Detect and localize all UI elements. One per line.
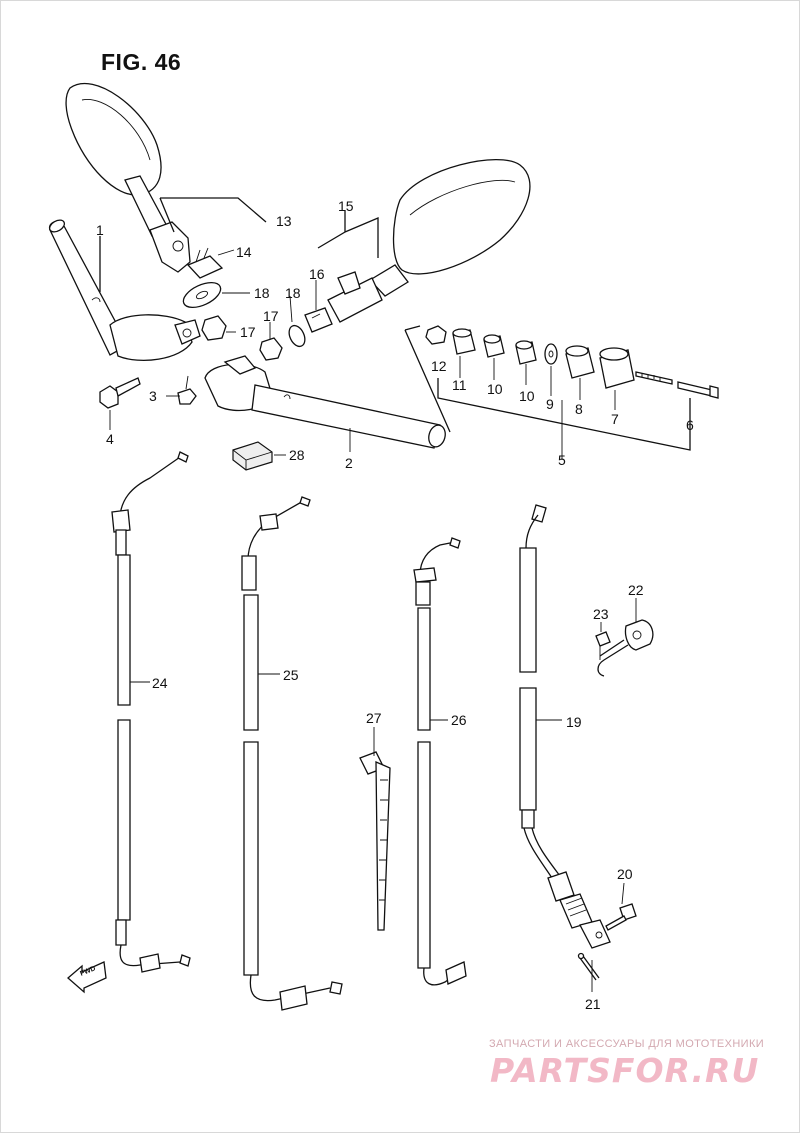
leader-lines <box>99 197 691 460</box>
callout-19: 19 <box>566 714 582 730</box>
watermark-logo: PARTSFOR.RU <box>490 1051 760 1090</box>
callout-20: 20 <box>617 866 633 882</box>
bolt-4 <box>99 377 141 409</box>
tie-27 <box>359 751 391 931</box>
watermark-tagline: ЗАПЧАСТИ И АКСЕССУАРЫ ДЛЯ МОТОТЕХНИКИ <box>489 1038 765 1050</box>
cable-leaders <box>130 598 637 992</box>
callout-7: 7 <box>611 411 619 427</box>
callout-11: 11 <box>452 377 467 393</box>
callout-22: 22 <box>628 582 644 598</box>
right-mirror <box>327 159 531 323</box>
callout-17-left: 17 <box>240 324 256 340</box>
callout-10b: 10 <box>519 388 535 404</box>
screw-3 <box>177 375 197 405</box>
pin-21 <box>577 952 600 981</box>
callout-21: 21 <box>585 996 601 1012</box>
callout-9: 9 <box>546 396 554 412</box>
cable-19 <box>519 504 611 949</box>
callout-16: 16 <box>309 266 325 282</box>
cable-24 <box>111 451 191 973</box>
callout-24: 24 <box>152 675 168 691</box>
cable-25 <box>241 496 343 1011</box>
figure-title: FIG. 46 <box>101 49 182 75</box>
callout-2: 2 <box>345 455 353 471</box>
callout-23: 23 <box>593 606 609 622</box>
callout-1: 1 <box>96 222 104 238</box>
left-handlebar-1 <box>48 219 201 361</box>
callout-18-right: 18 <box>285 285 301 301</box>
nut-17-left <box>201 315 227 341</box>
left-mirror <box>65 82 191 273</box>
right-handlebar-2 <box>204 355 446 449</box>
callout-10a: 10 <box>487 381 503 397</box>
callout-15: 15 <box>338 198 354 214</box>
adapter-18-right <box>288 324 306 348</box>
bracket-22 <box>597 619 654 677</box>
callout-14: 14 <box>236 244 252 260</box>
screw-23 <box>595 631 611 660</box>
callout-3: 3 <box>149 388 157 404</box>
cable-26 <box>413 537 467 986</box>
balancer-assembly-5 <box>425 325 719 399</box>
mirror-stud-14 <box>186 247 224 279</box>
callout-28: 28 <box>289 447 305 463</box>
callout-17-right: 17 <box>263 308 279 324</box>
fwd-arrow-icon <box>67 961 107 994</box>
callout-12: 12 <box>431 358 447 374</box>
callout-18-left: 18 <box>254 285 270 301</box>
adapter-16 <box>304 307 333 333</box>
callout-8: 8 <box>575 401 583 417</box>
callout-13: 13 <box>276 213 292 229</box>
callout-4: 4 <box>106 431 114 447</box>
callout-6: 6 <box>686 417 694 433</box>
adapter-18-left <box>182 281 222 309</box>
bolt-20 <box>605 903 637 931</box>
callout-26: 26 <box>451 712 467 728</box>
nut-17-right <box>259 337 283 361</box>
part-28-block <box>232 441 273 471</box>
callout-25: 25 <box>283 667 299 683</box>
callout-27: 27 <box>366 710 382 726</box>
callout-5: 5 <box>558 452 566 468</box>
